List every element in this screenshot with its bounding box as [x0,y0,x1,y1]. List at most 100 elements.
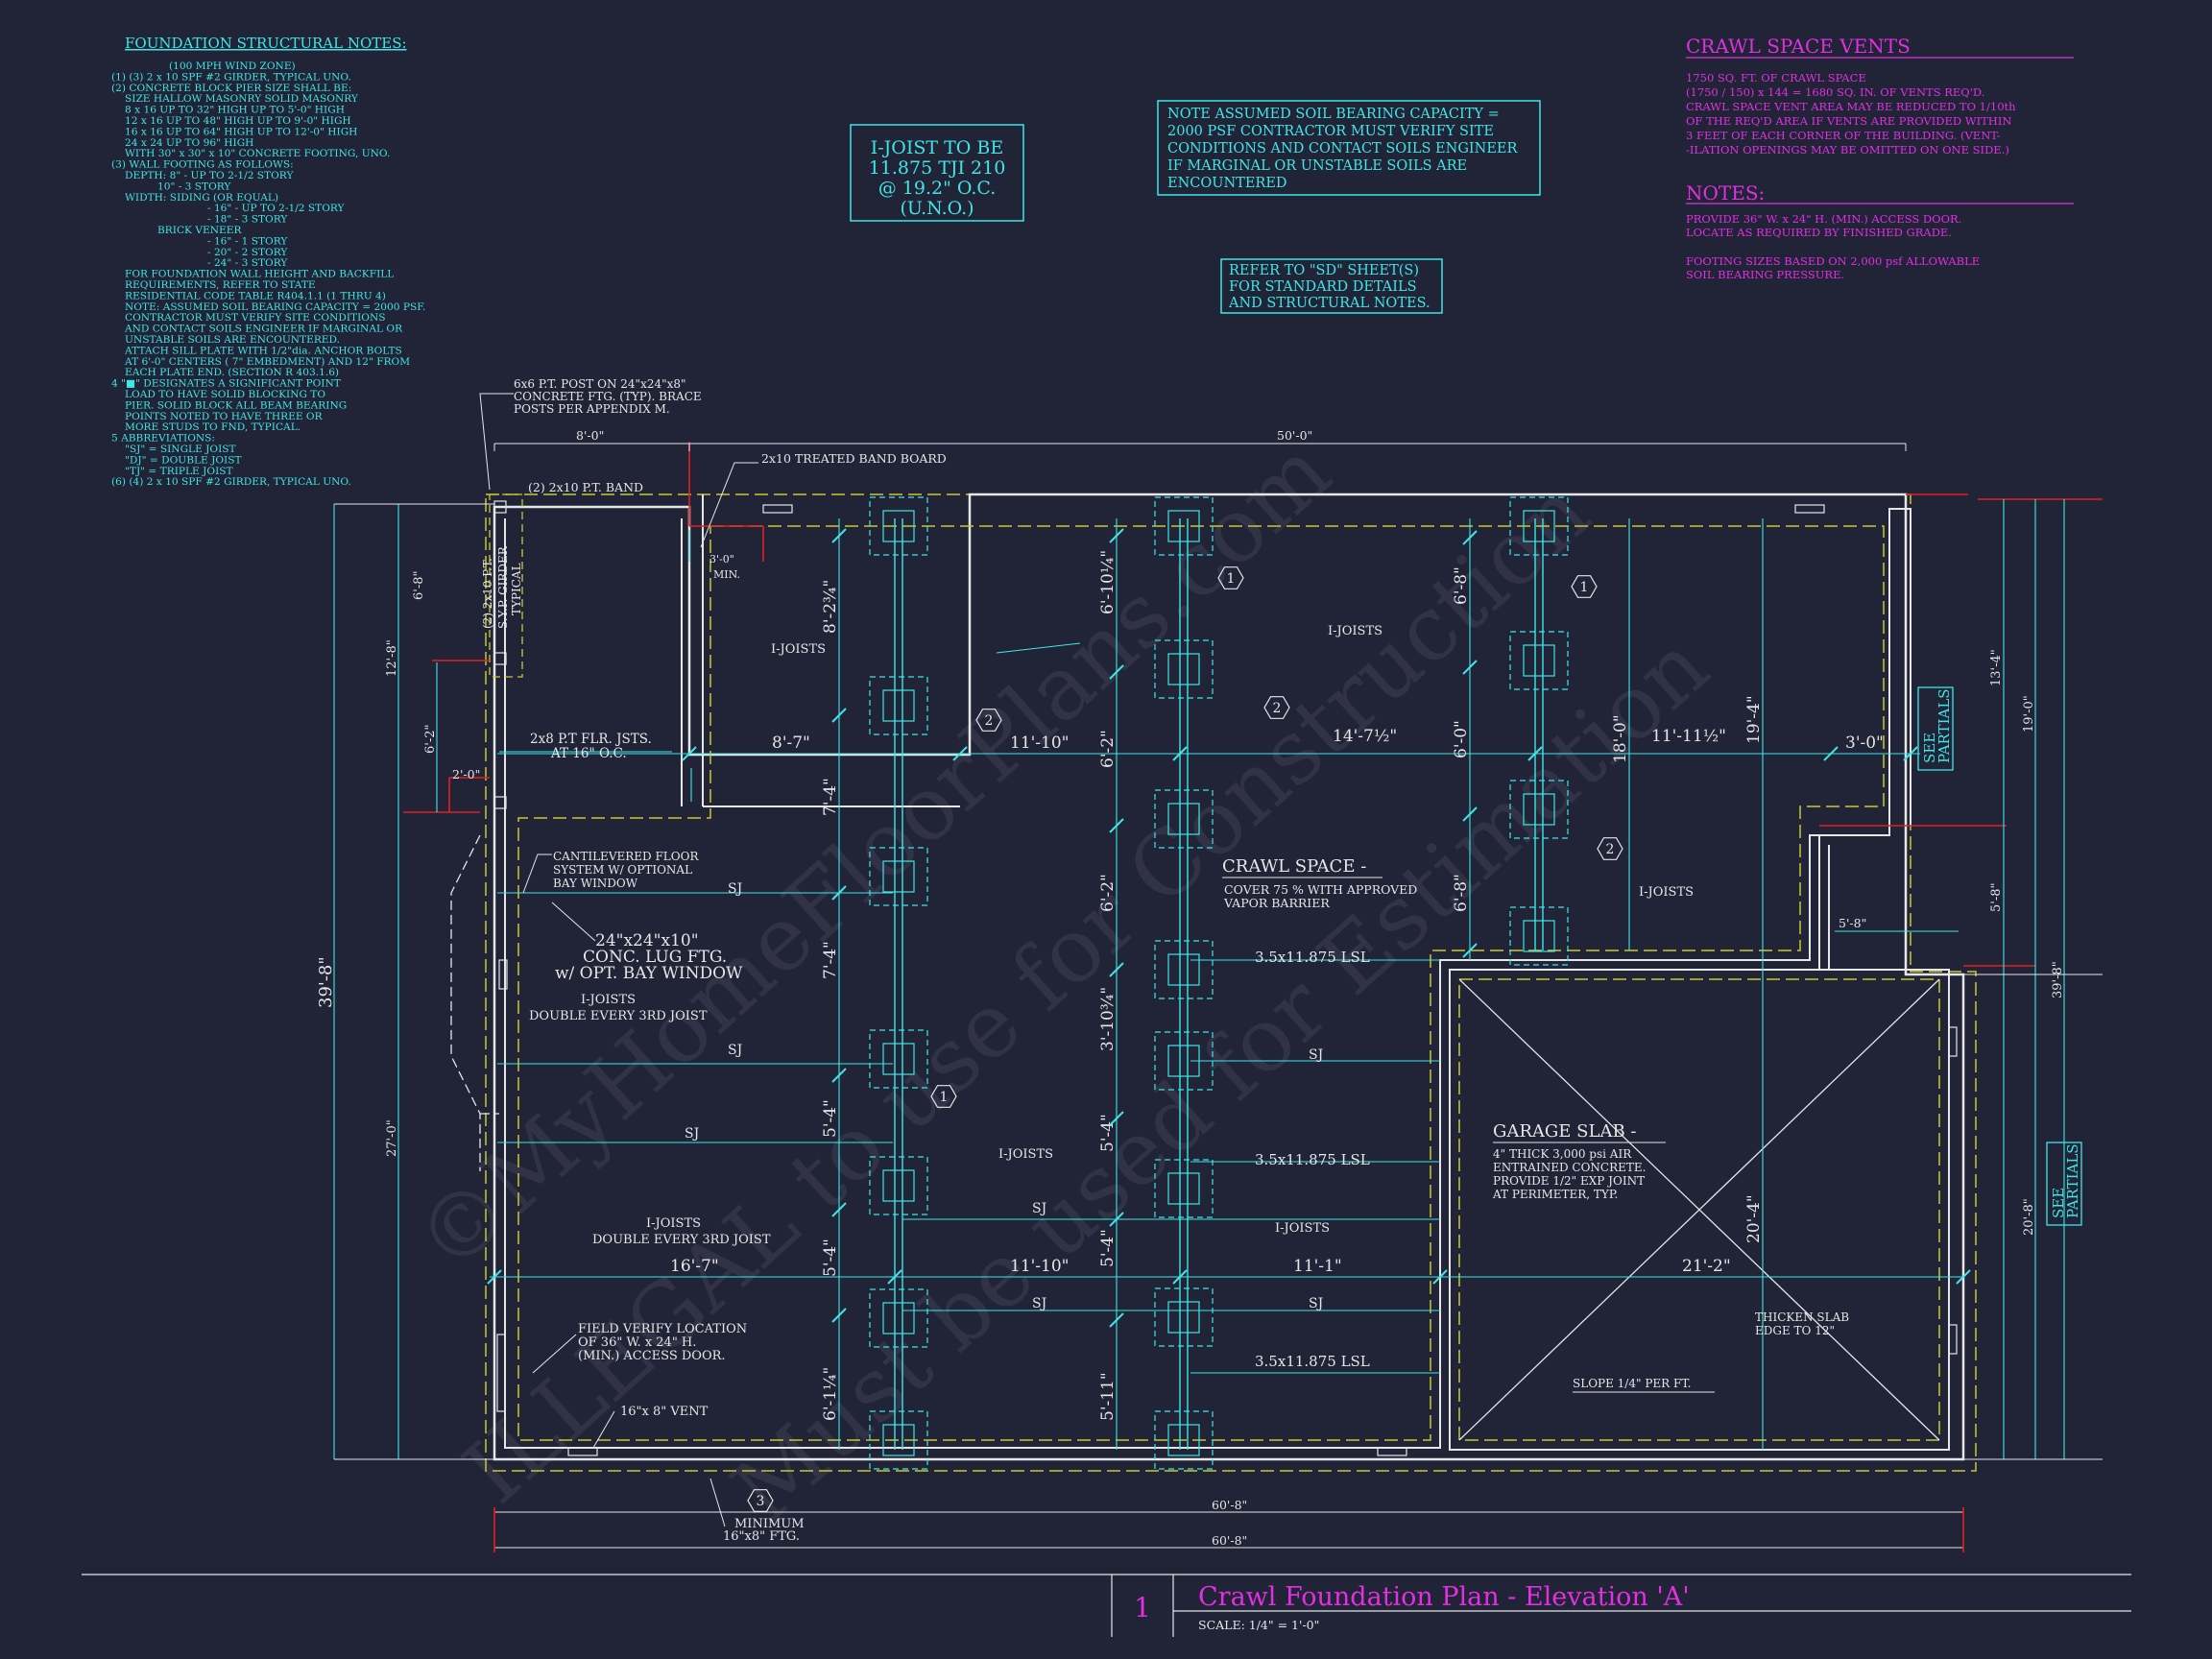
foundation-note-line: "TJ" = TRIPLE JOIST [125,466,233,477]
callout-hexagon [1571,575,1598,598]
foundation-note-line: 5 ABBREVIATIONS: [111,433,215,445]
dim-v-5-11: 5'-11" [1098,1372,1118,1421]
pier-footing [1154,940,1214,999]
dim-v-6-8a: 6'-8" [1452,566,1471,605]
pier-footing [869,1029,928,1089]
foundation-note-line: "DJ" = DOUBLE JOIST [125,454,242,466]
crawl-space-title: CRAWL SPACE - [1222,856,1366,877]
foundation-note-line: BRICK VENEER [157,225,242,236]
crawl-vents-line-4: OF THE REQ'D AREA IF VENTS ARE PROVIDED … [1686,114,2011,128]
slope-label: SLOPE 1/4" PER FT. [1573,1377,1691,1390]
callout-hexagon [1597,837,1623,860]
ij-label-1: I-JOISTS [771,642,826,657]
dim-v-6-8b: 6'-8" [1452,874,1471,912]
crawl-space-sub-1: COVER 75 % WITH APPROVED [1224,882,1417,897]
title-block: 1 Crawl Foundation Plan - Elevation 'A' … [82,1574,2131,1637]
callout-number: 2 [1606,842,1615,857]
dimension-tick [1903,746,1918,761]
foundation-note-line: AT 6'-0" CENTERS ( 7" EMBEDMENT) AND 12"… [124,356,410,368]
cantilever-2: SYSTEM W/ OPTIONAL [553,863,692,877]
foundation-note-line: - 16" - UP TO 2-1/2 STORY [207,203,346,214]
pier-block [882,1043,915,1075]
pier-footing [1154,639,1214,699]
callout-hexagon [1263,696,1290,719]
refer-line-2: FOR STANDARD DETAILS [1229,279,1417,295]
access-3: (MIN.) ACCESS DOOR. [578,1349,726,1363]
dim-right-19-0: 19'-0" [2022,695,2036,733]
cantilever-3: BAY WINDOW [553,877,638,890]
foundation-note-line: POINTS NOTED TO HAVE THREE OR [125,411,324,422]
callout-number: 2 [985,713,994,729]
dimension-tick [831,528,847,543]
lug-2: CONC. LUG FTG. [583,948,727,967]
lsl-2: 3.5x11.875 LSL [1255,1151,1370,1168]
dimension-tick [1462,943,1478,958]
dimension-tick [1527,746,1543,761]
band-board-label: 2x10 TREATED BAND BOARD [761,451,947,466]
dim-bottom-60a: 60'-8" [1212,1498,1247,1512]
dimension-tick [487,1269,502,1285]
soil-line-2: 2000 PSF CONTRACTOR MUST VERIFY SITE [1167,124,1494,139]
sj-5: SJ [1032,1296,1046,1311]
dimension-tick [1109,818,1124,833]
dim-left-27: 27'-0" [385,1119,399,1157]
foundation-note-line: FOR FOUNDATION WALL HEIGHT AND BACKFILL [125,269,394,280]
post-label-2: CONCRETE FTG. (TYP). BRACE [514,390,702,403]
dimensions: 8'-0" 50'-0" 8'-7" 11'-10" 14'-7½" 11'-1… [316,428,2065,1548]
foundation-note-line: - 24" - 3 STORY [207,257,288,269]
callout-hexagon [747,1489,774,1512]
min-ftg-2: 16"x8" FTG. [723,1529,800,1544]
pier-block [1167,953,1200,986]
soil-line-1: NOTE ASSUMED SOIL BEARING CAPACITY = [1167,107,1500,122]
min-3-label: 3'-0" [709,553,734,565]
ijoist-note: I-JOIST TO BE 11.875 TJI 210 @ 19.2" O.C… [850,124,1024,222]
ij-label-5: I-JOISTS [1275,1221,1330,1236]
girder-syp-3: TYPICAL [510,563,523,615]
pier-footing [869,1288,928,1348]
dim-left-39: 39'-8" [316,956,336,1008]
general-notes: NOTES: PROVIDE 36" W. x 24" H. (MIN.) AC… [1686,181,2074,281]
dim-v-8-2: 8'-2¾" [821,580,840,634]
crawl-space-sub-2: VAPOR BARRIER [1223,896,1330,910]
sheet-number: 1 [1134,1592,1151,1623]
dimension-tick [1956,1269,1971,1285]
ij-double-1a: I-JOISTS [581,993,636,1007]
pier-block [1523,920,1555,952]
foundation-note-line: AND CONTACT SOILS ENGINEER IF MARGINAL O… [124,324,403,335]
garage-slab-sub-3: PROVIDE 1/2" EXP JOINT [1493,1174,1645,1188]
dim-v-5-4d: 5'-4" [1098,1229,1118,1267]
ij-label-3: I-JOISTS [1639,885,1694,900]
ijoist-line-4: (U.N.O.) [900,198,974,219]
foundation-note-line: ATTACH SILL PLATE WITH 1/2"dia. ANCHOR B… [124,345,402,356]
foundation-note-line: WIDTH: SIDING (OR EQUAL) [125,192,278,204]
dimension-tick [1462,530,1478,545]
foundation-note-line: (2) CONCRETE BLOCK PIER SIZE SHALL BE: [111,83,351,94]
dim-v-20-4: 20'-4" [1744,1194,1764,1243]
dim-left-12: 12'-8" [385,639,399,677]
dimension-tick [831,1308,847,1323]
pier-footing [869,1410,928,1470]
dimension-tick [831,885,847,901]
dim-3-0: 3'-0" [1845,733,1884,753]
pier-footing [1154,1159,1214,1218]
dim-right-5-8h: 5'-8" [1839,916,1866,930]
dim-right-5-8: 5'-8" [1989,883,2004,913]
ij-double-2a: I-JOISTS [646,1216,701,1231]
foundation-note-line: 24 x 24 UP TO 96" HIGH [125,137,253,149]
soil-line-5: ENCOUNTERED [1167,176,1287,191]
pier-block [882,860,915,893]
pt-band-label: (2) 2x10 P.T. BAND [528,480,643,494]
callout-number: 3 [757,1494,765,1509]
sj-6: SJ [1309,1047,1323,1063]
foundation-note-line: - 20" - 2 STORY [207,247,288,258]
dimension-tick [1109,664,1124,680]
dimension-tick [1109,1212,1124,1227]
dimension-tick [682,746,697,761]
pier-block [882,1424,915,1456]
ijoist-line-1: I-JOIST TO BE [871,137,1003,158]
pier-footing [1154,496,1214,556]
dimension-tick [831,708,847,723]
dimension-tick [1172,746,1188,761]
refer-line-1: REFER TO "SD" SHEET(S) [1229,263,1419,278]
foundation-note-line: REQUIREMENTS, REFER TO STATE [125,279,316,291]
